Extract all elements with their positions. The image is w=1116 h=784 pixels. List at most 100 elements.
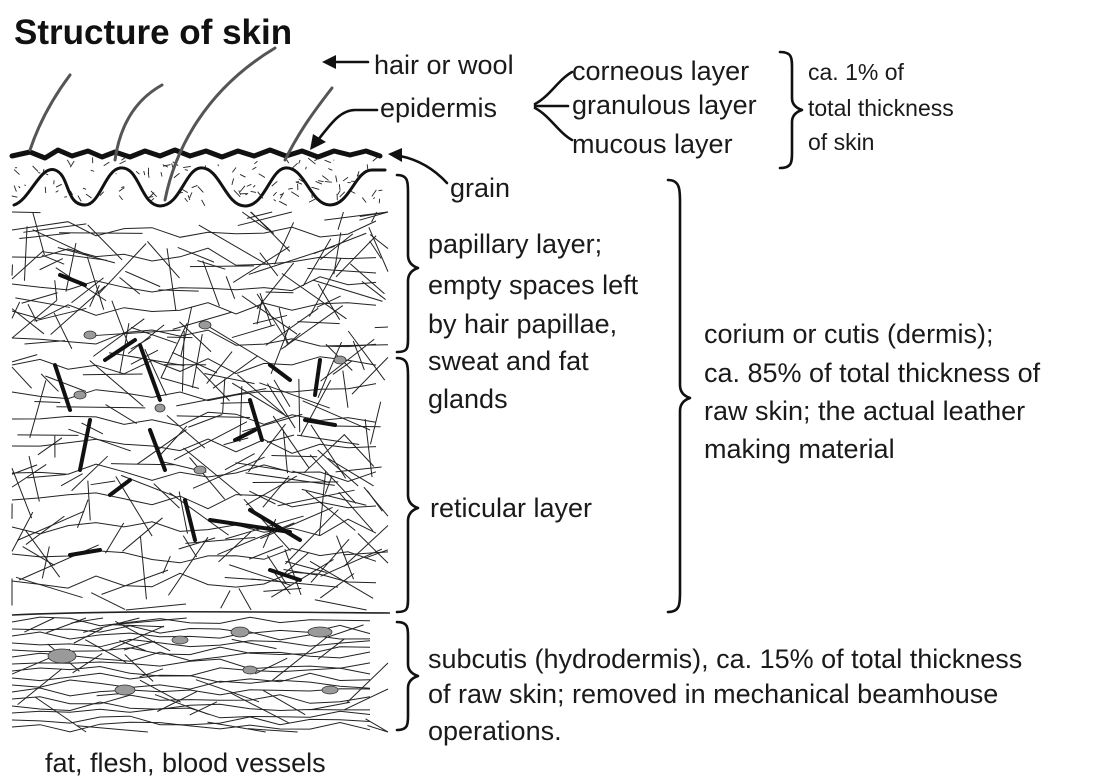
dermis-fiber: [249, 246, 335, 274]
dermis-fiber: [350, 264, 384, 294]
epidermis-texture-stroke: [185, 170, 188, 171]
epidermis-texture-stroke: [136, 171, 139, 174]
dermis-fiber: [190, 266, 254, 267]
dermis-fiber: [370, 402, 380, 445]
bold-fiber: [270, 365, 290, 380]
dermis-fiber: [24, 226, 27, 280]
label-subcutis-2: of raw skin; removed in mechanical beamh…: [428, 679, 998, 709]
subcutis-fiber: [318, 639, 345, 660]
dermis-fiber: [34, 402, 60, 403]
epidermis-texture-stroke: [78, 196, 81, 202]
epidermis-texture-stroke: [252, 167, 256, 169]
epidermis-texture-stroke: [151, 191, 157, 197]
epidermis-texture-stroke: [306, 167, 307, 170]
dermis-fiber: [26, 516, 64, 544]
dermis-fiber: [59, 233, 143, 234]
dermis-fiber: [169, 493, 228, 536]
dermis-fiber: [131, 327, 177, 343]
dermis-fiber: [12, 367, 32, 388]
bold-fiber: [305, 420, 335, 425]
dermis-fiber: [72, 456, 108, 491]
bold-fiber: [140, 345, 160, 400]
split-line-corneous: [535, 72, 572, 104]
fat-cell: [334, 356, 346, 364]
dermis-fiber: [237, 375, 284, 415]
dermis-fiber: [42, 546, 49, 578]
subcutis-brace: [397, 622, 418, 730]
epidermis-texture-stroke: [174, 173, 180, 177]
epidermis-texture-stroke: [316, 181, 322, 184]
dermis-fiber: [311, 539, 349, 582]
dermis-fiber: [199, 225, 268, 265]
dermis-fiber: [34, 308, 86, 321]
label-corium-2: ca. 85% of total thickness of: [704, 358, 1041, 388]
epidermis-texture-stroke: [325, 160, 331, 163]
epidermis-texture-stroke: [362, 198, 366, 203]
dermis-fiber: [23, 224, 86, 232]
label-epidermis-note-1: ca. 1% of: [808, 59, 904, 85]
dermis-fiber: [102, 570, 168, 594]
subcutis-fiber: [119, 641, 145, 651]
hair-arrow-head: [322, 55, 336, 69]
label-epidermis-note-2: total thickness: [808, 95, 954, 121]
dermis-fiber: [197, 261, 225, 270]
dermis-fiber: [91, 593, 125, 610]
epidermis-texture-stroke: [253, 185, 255, 187]
epidermis-texture-stroke: [56, 191, 59, 193]
epidermis-texture-stroke: [292, 163, 298, 168]
dermis-fiber: [332, 426, 381, 427]
epidermis-texture-stroke: [259, 174, 265, 178]
epidermis-texture-stroke: [350, 191, 355, 194]
fat-cell: [115, 685, 135, 695]
dermis-fiber: [364, 487, 388, 516]
epidermis-texture-stroke: [14, 170, 20, 175]
dermis-fiber: [317, 296, 341, 307]
hair-strand: [115, 85, 162, 160]
epidermis-texture-stroke: [343, 177, 348, 181]
fat-cell: [84, 331, 96, 339]
epidermis-texture-stroke: [33, 166, 39, 172]
epidermis-texture-stroke: [119, 188, 124, 192]
dermis-fiber: [297, 435, 359, 444]
dermis-fiber: [369, 227, 388, 271]
fat-cell: [231, 627, 249, 637]
epidermis-texture-stroke: [272, 181, 278, 186]
epidermis-texture-stroke: [274, 199, 276, 201]
fat-cell: [199, 321, 211, 329]
epidermis-split-lines: [535, 72, 572, 140]
epidermis-texture-stroke: [121, 187, 124, 188]
dermis-fiber: [221, 591, 230, 609]
dermis-fiber: [352, 357, 388, 394]
epidermis-texture-stroke: [232, 178, 234, 184]
label-subcutis-1: subcutis (hydrodermis), ca. 15% of total…: [428, 644, 1022, 674]
fat-cells: [48, 321, 346, 695]
epidermis-texture-stroke: [190, 192, 192, 197]
epidermis-texture-stroke: [19, 186, 20, 188]
epidermis-texture-stroke: [273, 192, 276, 196]
split-line-mucous: [535, 108, 572, 140]
dermis-fiber: [91, 481, 116, 485]
bold-fiber: [80, 420, 90, 470]
epidermis-texture-stroke: [378, 190, 382, 191]
epidermis-texture-stroke: [328, 168, 332, 170]
epidermis-texture-stroke: [240, 186, 245, 192]
dermis-fiber: [339, 492, 373, 531]
subcutis-fiber: [207, 722, 265, 732]
skin-cross-section: [12, 48, 390, 732]
label-papillary-4: sweat and fat: [428, 346, 589, 376]
subcutis-fiber: [12, 617, 370, 626]
epidermis-texture-stroke: [245, 194, 247, 195]
subcutis-fiber: [190, 702, 217, 715]
epidermis-texture-stroke: [336, 176, 337, 183]
subcutis-fiber: [18, 669, 62, 705]
epidermis-texture-stroke: [56, 184, 62, 187]
label-subcutis-3: operations.: [428, 716, 562, 746]
hair-strands: [30, 48, 332, 200]
dermis-fiber: [375, 327, 388, 328]
epidermis-texture-stroke: [70, 161, 74, 167]
bold-fiber: [55, 365, 70, 410]
dermis-fiber: [242, 296, 297, 334]
label-corium-1: corium or cutis (dermis);: [704, 319, 994, 349]
epidermis-texture-stroke: [299, 160, 300, 163]
